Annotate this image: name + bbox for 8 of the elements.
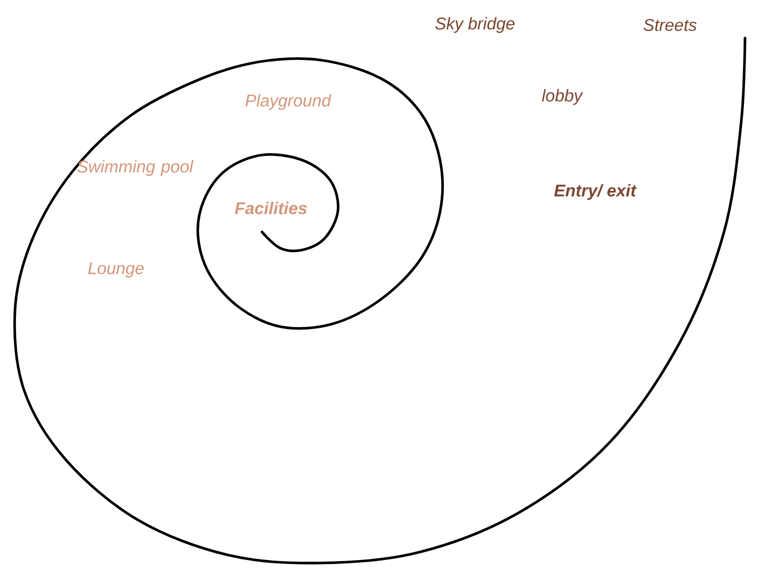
area-label: Streets bbox=[644, 18, 697, 32]
area-label: Sky bridge bbox=[435, 17, 515, 33]
area-label: Entry/ exit bbox=[554, 184, 637, 200]
area-label: Facilities bbox=[234, 202, 307, 214]
area-label: Lounge bbox=[88, 262, 144, 278]
area-label: lobby bbox=[542, 89, 584, 105]
area-label: Playground bbox=[246, 94, 332, 110]
area-label: Swimming pool bbox=[77, 160, 194, 176]
